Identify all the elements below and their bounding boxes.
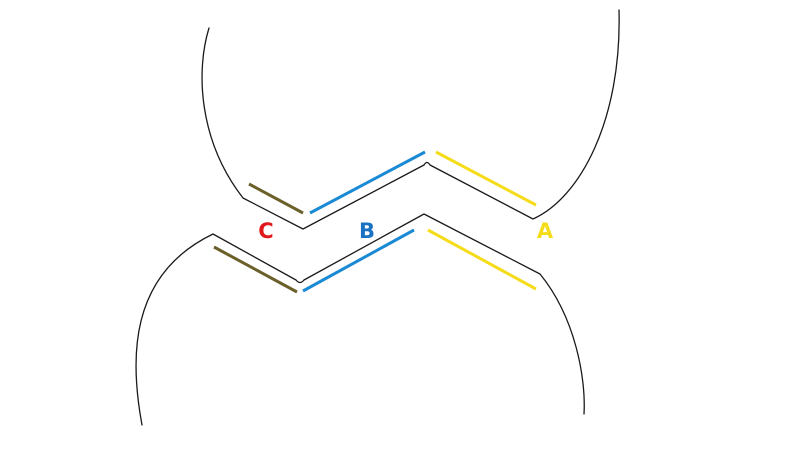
- lower-shape-outline: [135, 213, 585, 426]
- upper-edge-c: [248, 182, 304, 215]
- lower-edge-a: [427, 228, 537, 291]
- label-a: A: [537, 219, 554, 243]
- label-b: B: [359, 219, 375, 243]
- upper-edge-b: [309, 150, 426, 215]
- label-c: C: [258, 219, 273, 243]
- lower-edge-b: [302, 228, 415, 293]
- lower-edge-c: [213, 245, 298, 294]
- upper-shape-outline: [201, 9, 620, 230]
- upper-edge-a: [435, 150, 537, 207]
